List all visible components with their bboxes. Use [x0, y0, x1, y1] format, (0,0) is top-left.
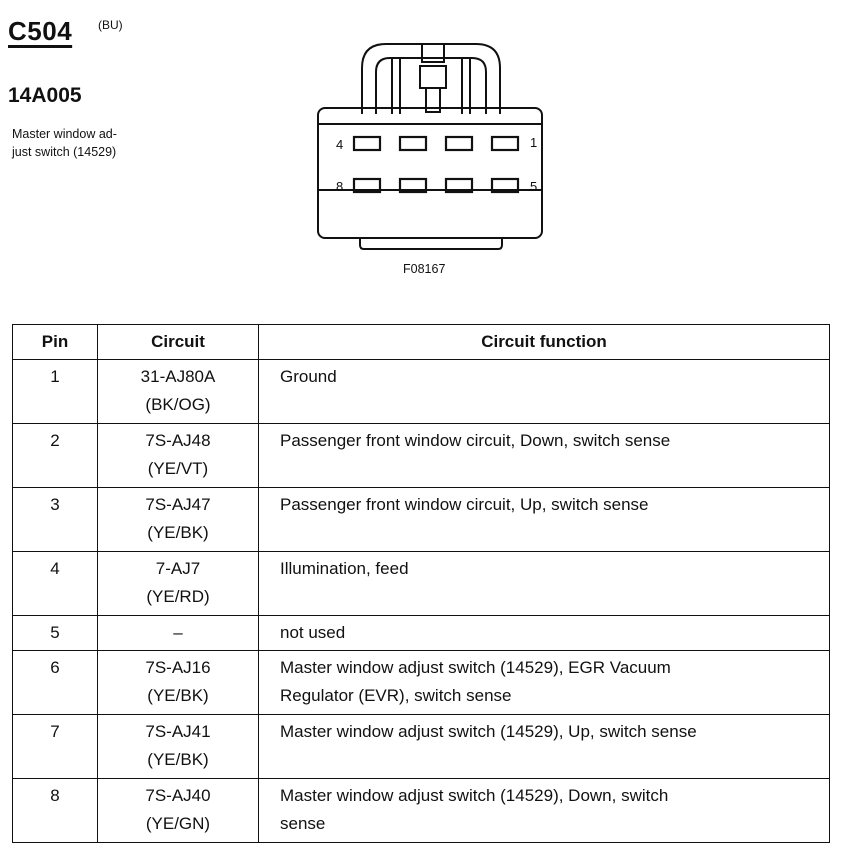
connector-body	[317, 107, 543, 239]
pin-label: 8	[336, 179, 343, 194]
circuit-id: 31-AJ80A	[140, 367, 216, 386]
function-line: Master window adjust switch (14529), Dow…	[280, 786, 669, 805]
pin-cavity	[490, 135, 520, 152]
pin-cavity	[398, 135, 428, 152]
pin-cell: 5	[12, 615, 98, 651]
column-header: Circuit	[97, 324, 259, 360]
circuit-cell: 7S-AJ16 (YE/BK)	[97, 650, 259, 715]
circuit-cell: 7S-AJ40 (YE/GN)	[97, 778, 259, 843]
table-header-row: Pin Circuit Circuit function	[12, 324, 830, 360]
pin-cell: 6	[12, 650, 98, 715]
circuit-cell: 7S-AJ41 (YE/BK)	[97, 714, 259, 779]
function-cell: Ground	[258, 359, 830, 424]
circuit-id: 7S-AJ16	[145, 658, 211, 677]
pin-label: 4	[336, 137, 343, 152]
table-row: 8 7S-AJ40 (YE/GN) Master window adjust s…	[12, 778, 830, 843]
table-row: 5 – not used	[12, 615, 830, 651]
wire-color: (YE/BK)	[147, 686, 209, 705]
column-header: Pin	[12, 324, 98, 360]
pin-cavity	[352, 177, 382, 194]
pin-cavity	[490, 177, 520, 194]
latch-inner	[375, 57, 487, 114]
component-description-line: Master window ad-	[12, 127, 117, 141]
function-line: Regulator (EVR), switch sense	[280, 686, 512, 705]
function-line: sense	[280, 814, 326, 833]
function-line: Ground	[280, 367, 337, 386]
component-description-line: just switch (14529)	[12, 145, 117, 159]
circuit-id: 7S-AJ41	[145, 722, 211, 741]
circuit-id: 7S-AJ40	[145, 786, 211, 805]
function-line: Passenger front window circuit, Up, swit…	[280, 495, 649, 514]
pin-cell: 1	[12, 359, 98, 424]
connector-face-diagram: 4 1 8 5	[317, 43, 543, 250]
table-row: 4 7-AJ7 (YE/RD) Illumination, feed	[12, 551, 830, 616]
pin-cell: 3	[12, 487, 98, 552]
pin-cavity	[444, 177, 474, 194]
function-cell: Illumination, feed	[258, 551, 830, 616]
circuit-cell: 7S-AJ48 (YE/VT)	[97, 423, 259, 488]
column-header: Circuit function	[258, 324, 830, 360]
function-cell: Master window adjust switch (14529), Up,…	[258, 714, 830, 779]
pin-label: 1	[530, 135, 537, 150]
pin-cell: 7	[12, 714, 98, 779]
wire-color: (YE/GN)	[145, 814, 211, 833]
pin-cavity	[352, 135, 382, 152]
table-row: 7 7S-AJ41 (YE/BK) Master window adjust s…	[12, 714, 830, 779]
pinout-table: Pin Circuit Circuit function 1 31-AJ80A …	[12, 324, 830, 843]
circuit-cell: 31-AJ80A (BK/OG)	[97, 359, 259, 424]
pin-label: 5	[530, 179, 537, 194]
circuit-id: –	[173, 623, 183, 642]
function-line: Master window adjust switch (14529), EGR…	[280, 658, 671, 677]
pin-cavity	[444, 135, 474, 152]
function-cell: Master window adjust switch (14529), Dow…	[258, 778, 830, 843]
function-line: not used	[280, 623, 346, 642]
function-cell: not used	[258, 615, 830, 651]
pin-cell: 8	[12, 778, 98, 843]
circuit-id: 7S-AJ47	[145, 495, 211, 514]
bottom-rail	[359, 238, 503, 250]
table-row: 3 7S-AJ47 (YE/BK) Passenger front window…	[12, 487, 830, 552]
connector-id: C504	[8, 16, 73, 46]
circuit-cell: 7-AJ7 (YE/RD)	[97, 551, 259, 616]
function-line: Master window adjust switch (14529), Up,…	[280, 722, 697, 741]
wire-color: (YE/VT)	[147, 459, 209, 478]
function-cell: Passenger front window circuit, Up, swit…	[258, 487, 830, 552]
circuit-id: 7S-AJ48	[145, 431, 211, 450]
latch-outer	[361, 43, 501, 114]
function-line: Passenger front window circuit, Down, sw…	[280, 431, 671, 450]
wire-color: (YE/BK)	[147, 750, 209, 769]
table-row: 6 7S-AJ16 (YE/BK) Master window adjust s…	[12, 650, 830, 715]
component-description: Master window ad- just switch (14529)	[12, 125, 117, 161]
wire-color: (YE/BK)	[147, 523, 209, 542]
pin-cavity	[398, 177, 428, 194]
function-line: Illumination, feed	[280, 559, 409, 578]
circuit-id: 7-AJ7	[155, 559, 201, 578]
wire-color: (YE/RD)	[146, 587, 210, 606]
pin-cell: 4	[12, 551, 98, 616]
function-cell: Master window adjust switch (14529), EGR…	[258, 650, 830, 715]
circuit-cell: 7S-AJ47 (YE/BK)	[97, 487, 259, 552]
function-cell: Passenger front window circuit, Down, sw…	[258, 423, 830, 488]
connector-color: (BU)	[98, 18, 123, 32]
part-number: 14A005	[8, 84, 82, 107]
table-row: 2 7S-AJ48 (YE/VT) Passenger front window…	[12, 423, 830, 488]
figure-code: F08167	[403, 262, 446, 276]
circuit-cell: –	[97, 615, 259, 651]
table-row: 1 31-AJ80A (BK/OG) Ground	[12, 359, 830, 424]
wire-color: (BK/OG)	[145, 395, 211, 414]
pin-cell: 2	[12, 423, 98, 488]
